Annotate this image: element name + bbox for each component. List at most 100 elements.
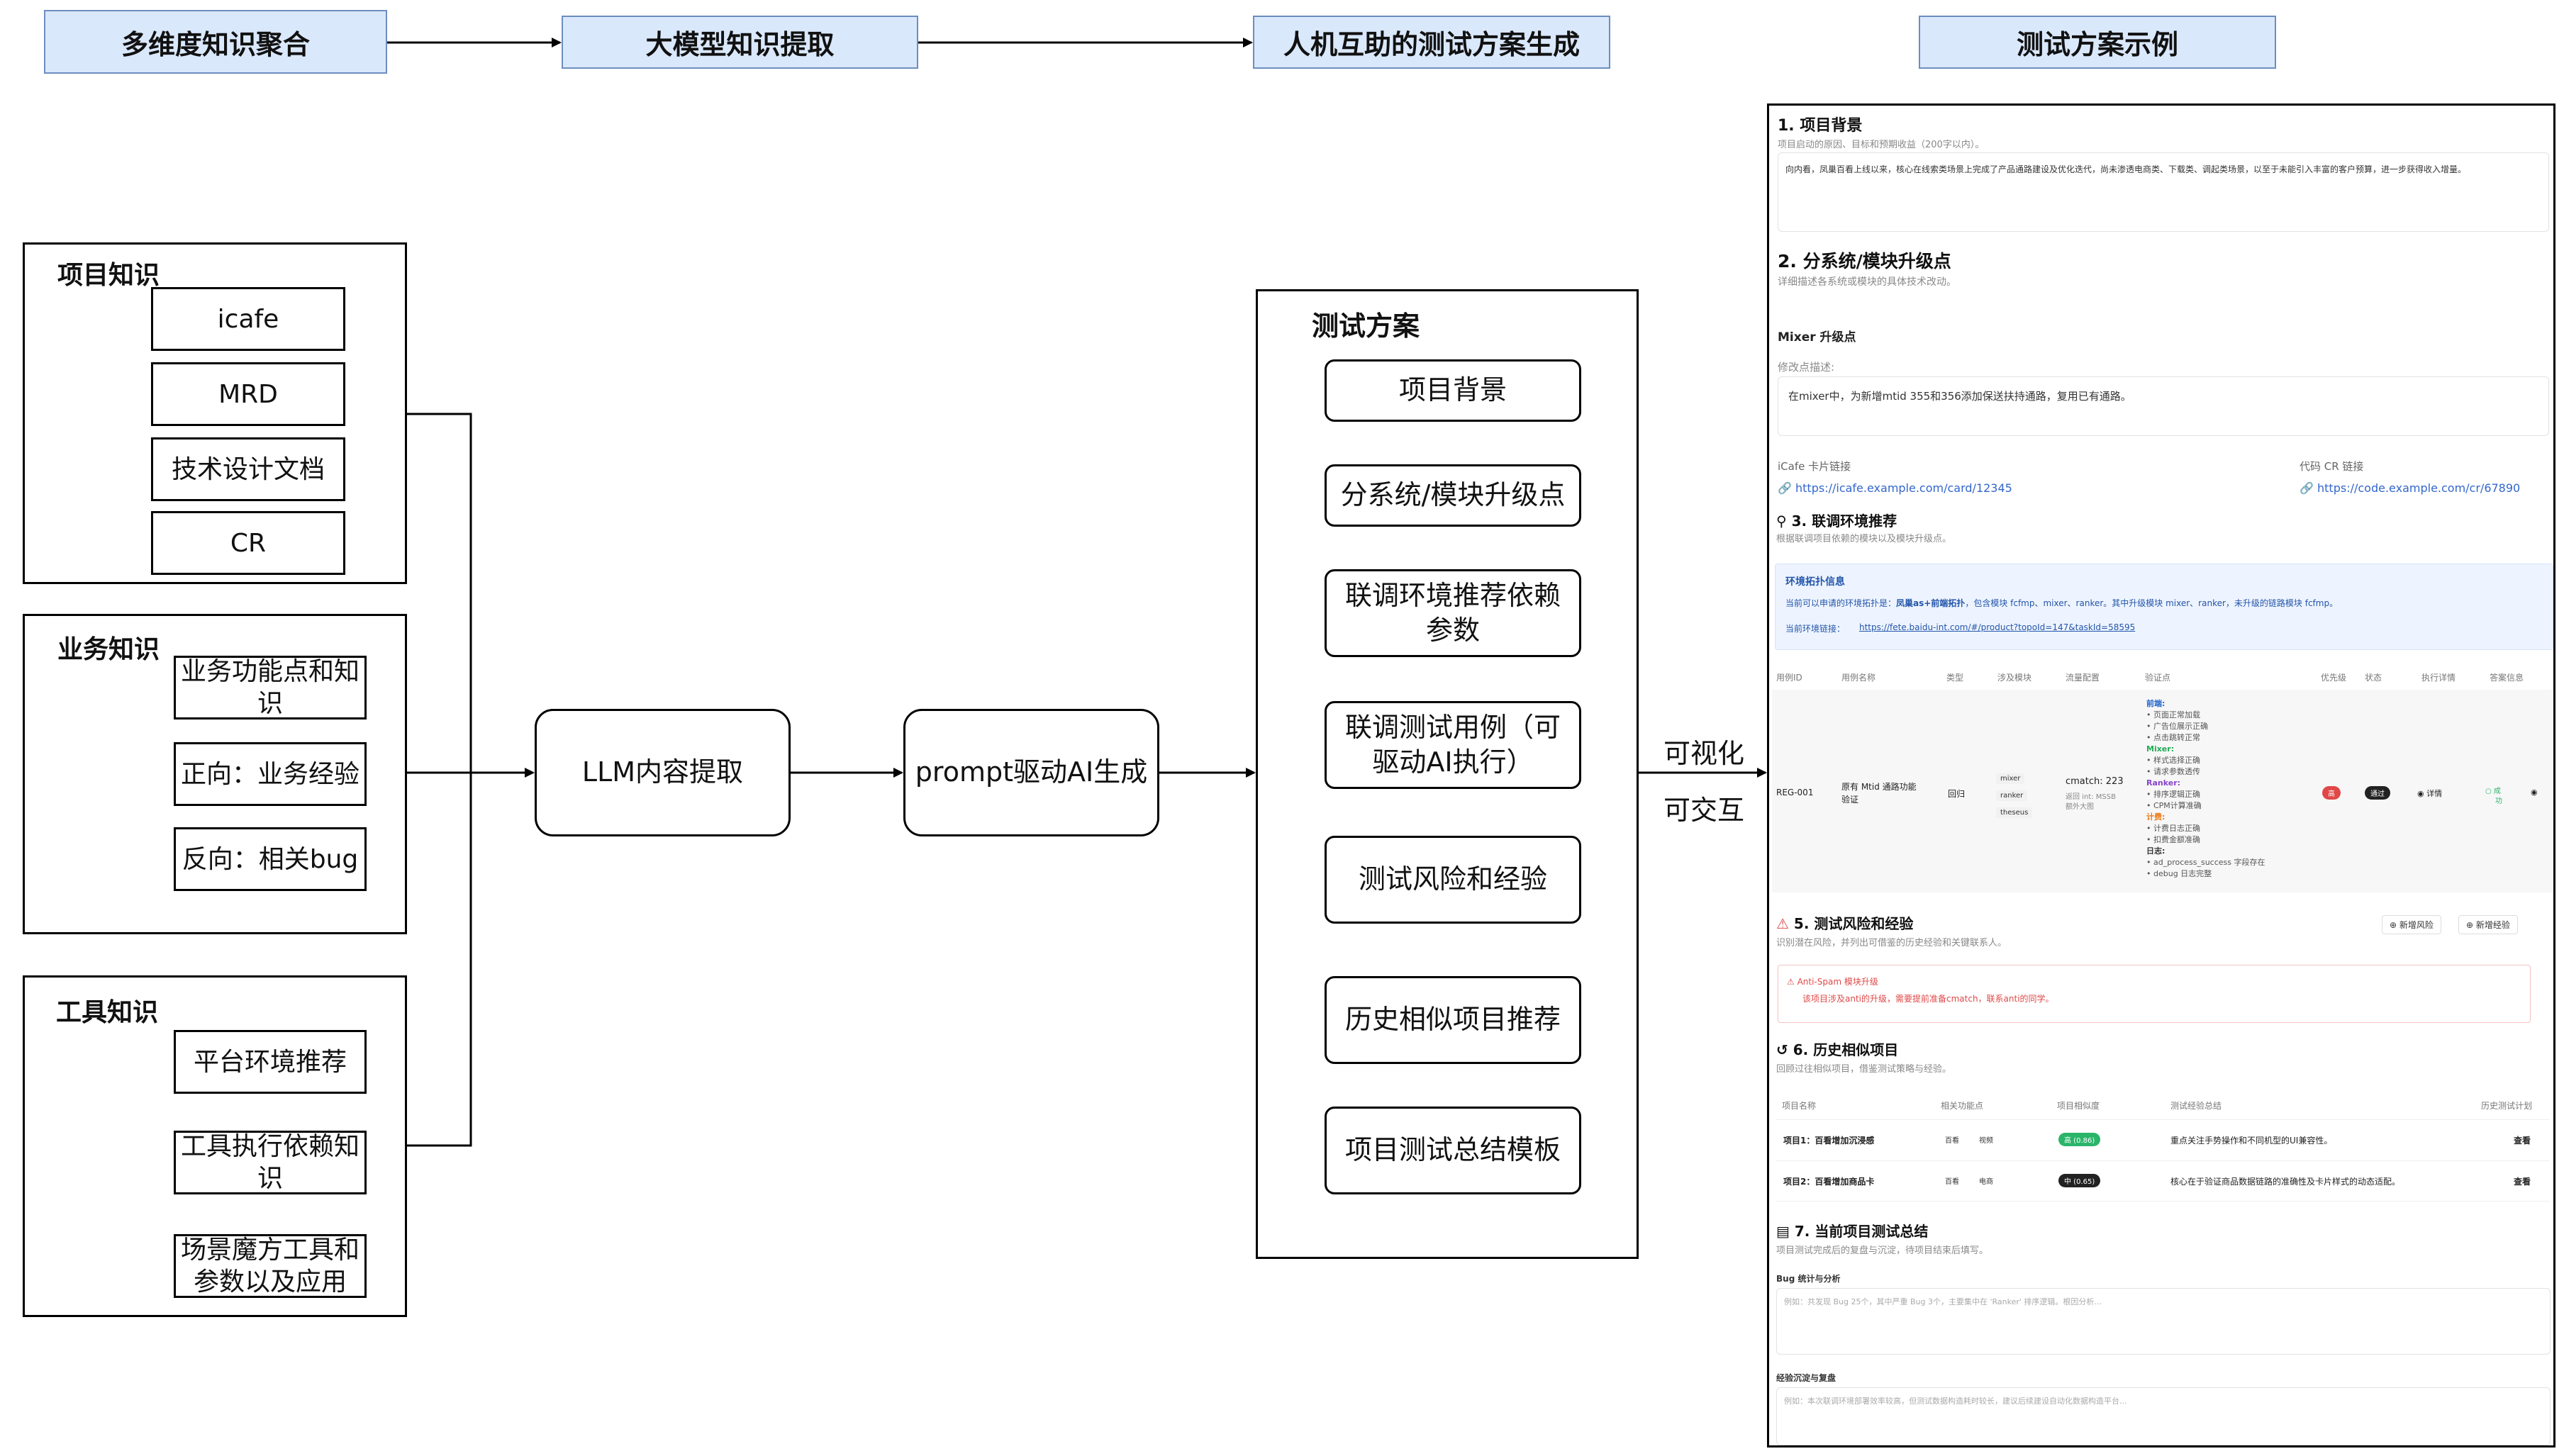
bug-textarea[interactable]: 例如：共发现 Bug 25个，其中严重 Bug 3个，主要集中在 'Ranker… <box>1776 1288 2551 1355</box>
cr-label: 代码 CR 链接 <box>2300 460 2364 473</box>
s2-module: Mixer 升级点 <box>1778 330 1856 345</box>
detail-button[interactable]: ◉ 详情 <box>2417 788 2442 799</box>
group-title-plan: 测试方案 <box>1312 310 1420 342</box>
traffic-2: 返回 int: MSSB <box>2066 793 2116 801</box>
th-detail: 执行详情 <box>2421 673 2456 683</box>
s2-label: 修改点描述: <box>1778 361 1835 374</box>
bug-placeholder: 例如：共发现 Bug 25个，其中严重 Bug 3个，主要集中在 'Ranker… <box>1784 1297 2102 1306</box>
hist-tag: 视频 <box>1975 1133 1997 1146</box>
answer-status: ○ 成 <box>2485 785 2501 795</box>
hist-th-summary: 测试经验总结 <box>2170 1101 2222 1111</box>
s6-title-text: 6. 历史相似项目 <box>1793 1041 1899 1058</box>
bracket-groups <box>407 413 472 1147</box>
header-llm-extraction: 大模型知识提取 <box>562 16 918 69</box>
hist-tag: 百看 <box>1941 1133 1963 1146</box>
th-type: 类型 <box>1946 673 1964 683</box>
group-title-project: 项目知识 <box>57 261 160 290</box>
env-text: 当前可以申请的环境拓扑是：凤巢as+前端拓扑，包含模块 fcfmp、mixer、… <box>1785 597 2338 609</box>
link-icon: 🔗 <box>2300 481 2314 495</box>
verify-item: • 点击跳转正常 <box>2146 733 2200 742</box>
env-title: 环境拓扑信息 <box>1785 576 1845 588</box>
view-button[interactable]: 查看 <box>2514 1177 2531 1187</box>
prompt-generation-box: prompt驱动AI生成 <box>903 709 1159 836</box>
risk-card: ⚠ Anti-Spam 模块升级 该项目涉及anti的升级，需要提前准备cmat… <box>1778 965 2531 1023</box>
plan-item-module-upgrades: 分系统/模块升级点 <box>1325 464 1581 527</box>
env-link[interactable]: https://fete.baidu-int.com/#/product?top… <box>1859 622 2136 632</box>
similarity-badge: 中 (0.65) <box>2058 1174 2101 1187</box>
row-name-1: 原有 Mtid 通路功能 <box>1841 782 1917 792</box>
add-risk-button[interactable]: ⊕ 新增风险 <box>2382 915 2441 934</box>
view-button[interactable]: 查看 <box>2514 1136 2531 1146</box>
header-plan-sample: 测试方案示例 <box>1919 16 2276 69</box>
s3-subtitle: 根据联调项目依赖的模块以及模块升级点。 <box>1776 534 1952 544</box>
answer-1: 成 <box>2493 788 2501 795</box>
group-title-business: 业务知识 <box>57 635 160 664</box>
item-icafe: icafe <box>151 287 345 351</box>
s2-subtitle: 详细描述各系统或模块的具体技术改动。 <box>1778 276 1956 288</box>
priority-badge: 高 <box>2322 786 2341 800</box>
s7-subtitle: 项目测试完成后的复盘与沉淀，待项目结束后填写。 <box>1776 1245 1989 1256</box>
icafe-label: iCafe 卡片链接 <box>1778 460 1851 473</box>
cr-link[interactable]: 🔗 https://code.example.com/cr/67890 <box>2300 481 2520 495</box>
th-status: 状态 <box>2365 673 2382 683</box>
s6-subtitle: 回顾过往相似项目，借鉴测试策略与经验。 <box>1776 1064 1952 1075</box>
group-title-tools: 工具知识 <box>56 998 159 1027</box>
header-plan-generation: 人机互助的测试方案生成 <box>1253 16 1610 69</box>
risk-text: 该项目涉及anti的升级，需要提前准备cmatch，联系anti的同学。 <box>1802 994 2054 1004</box>
detail-label: 详情 <box>2426 789 2443 798</box>
traffic-3: 额外大图 <box>2066 803 2094 811</box>
hist-tag: 百看 <box>1941 1174 1963 1187</box>
plan-item-background: 项目背景 <box>1325 359 1581 422</box>
s7-title: ▤ 7. 当前项目测试总结 <box>1776 1220 1928 1241</box>
hist-name: 项目1：百看增加沉浸感 <box>1783 1136 1875 1146</box>
add-experience-button[interactable]: ⊕ 新增经验 <box>2458 915 2518 934</box>
env-text-a: 当前可以申请的环境拓扑是： <box>1785 598 1897 608</box>
row-id: REG-001 <box>1776 788 1814 797</box>
clipboard-icon: ▤ <box>1776 1223 1790 1240</box>
s1-textbox[interactable]: 向内看，凤巢百看上线以来，核心在线索类场景上完成了产品通路建设及优化迭代，尚未渗… <box>1778 152 2549 232</box>
module-tag: theseus <box>1996 807 2033 818</box>
verify-item: • CPM计算准确 <box>2146 801 2202 810</box>
th-verify: 验证点 <box>2145 673 2171 683</box>
warning-icon: ⚠ <box>1787 977 1795 987</box>
s1-text: 向内看，凤巢百看上线以来，核心在线索类场景上完成了产品通路建设及优化迭代，尚未渗… <box>1785 164 2467 174</box>
s1-title: 1. 项目背景 <box>1778 117 1863 135</box>
verify-mixer: Mixer: <box>2146 744 2175 754</box>
plan-item-history: 历史相似项目推荐 <box>1325 976 1581 1064</box>
env-text-c: ，包含模块 fcfmp、mixer、ranker。其中升级模块 mixer、ra… <box>1965 598 2339 608</box>
item-positive-experience: 正向：业务经验 <box>174 742 367 806</box>
group-test-plan: 测试方案 项目背景 分系统/模块升级点 联调环境推荐依赖参数 联调测试用例（可驱… <box>1256 289 1639 1259</box>
table-row[interactable]: REG-001 原有 Mtid 通路功能 验证 回归 mixer ranker … <box>1772 690 2552 892</box>
s2-textbox[interactable]: 在mixer中，为新增mtid 355和356添加保送扶持通路，复用已有通路。 <box>1778 376 2549 436</box>
s2-title: 2. 分系统/模块升级点 <box>1778 251 1951 271</box>
bug-label: Bug 统计与分析 <box>1776 1274 1841 1284</box>
exp-textarea[interactable]: 例如：本次联调环境部署效率较高，但测试数据构造耗时较长，建议后续建设自动化数据构… <box>1776 1387 2551 1445</box>
icafe-link[interactable]: 🔗 https://icafe.example.com/card/12345 <box>1778 481 2012 495</box>
exp-placeholder: 例如：本次联调环境部署效率较高，但测试数据构造耗时较长，建议后续建设自动化数据构… <box>1784 1396 2127 1406</box>
env-info-box: 环境拓扑信息 当前可以申请的环境拓扑是：凤巢as+前端拓扑，包含模块 fcfmp… <box>1775 564 2553 650</box>
risk-title: ⚠ Anti-Spam 模块升级 <box>1787 975 1878 987</box>
s7-title-text: 7. 当前项目测试总结 <box>1794 1223 1929 1240</box>
module-tag: mixer <box>1996 773 2025 784</box>
verify-item: • 页面正常加载 <box>2146 710 2200 719</box>
table-row[interactable]: 项目2：百看增加商品卡 百看 电商 中 (0.65) 核心在于验证商品数据链路的… <box>1776 1160 2549 1202</box>
risk-title-text: Anti-Spam 模块升级 <box>1797 977 1878 987</box>
item-business-features: 业务功能点和知识 <box>174 656 367 719</box>
item-scene-cube: 场景魔方工具和参数以及应用 <box>174 1234 367 1298</box>
item-mrd: MRD <box>151 362 345 426</box>
hist-summary: 核心在于验证商品数据链路的准确性及卡片样式的动态适配。 <box>2170 1177 2401 1187</box>
verify-item: • 样式选择正确 <box>2146 756 2200 765</box>
table-row[interactable]: 项目1：百看增加沉浸感 百看 视频 高 (0.86) 重点关注手势操作和不同机型… <box>1776 1119 2549 1160</box>
verify-ranker: Ranker: <box>2146 778 2181 788</box>
verify-item: • 扣费金额准确 <box>2146 835 2200 844</box>
eye-icon: ◉ <box>2417 789 2424 798</box>
th-priority: 优先级 <box>2321 673 2347 683</box>
add-risk-label: 新增风险 <box>2399 920 2434 930</box>
verify-billing: 计费: <box>2146 812 2166 822</box>
check-circle-icon: ○ <box>2485 788 2492 795</box>
eye-icon[interactable]: ◉ <box>2531 788 2538 797</box>
th-case-name: 用例名称 <box>1841 673 1876 683</box>
link-icon: 🔗 <box>1778 481 1792 495</box>
s5-title-text: 5. 测试风险和经验 <box>1793 915 1914 932</box>
